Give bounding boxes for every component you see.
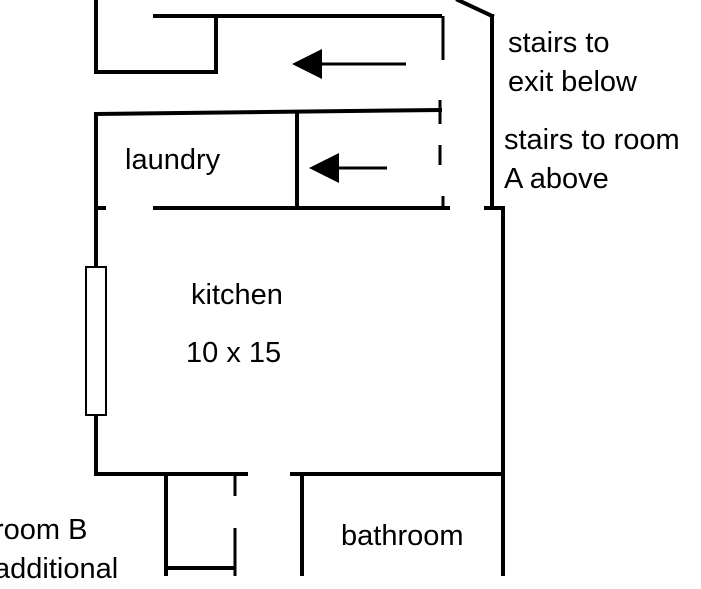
- stairs-exit-note: stairs to exit below: [508, 24, 637, 102]
- room-b-label: room B additional: [0, 511, 118, 589]
- bathroom-walls: [300, 472, 505, 576]
- top-left-room-walls: [94, 0, 442, 74]
- kitchen-label: kitchen: [191, 279, 283, 311]
- room-b-walls: [164, 472, 237, 576]
- bathroom-label: bathroom: [341, 520, 464, 552]
- stairs-room-a-line2: A above: [504, 163, 609, 195]
- room-b-line1: room B: [0, 514, 88, 546]
- kitchen-walls: [94, 206, 505, 476]
- kitchen-size-label: 10 x 15: [186, 337, 282, 369]
- window: [85, 266, 107, 416]
- stairs-exit-line1: stairs to: [508, 27, 610, 59]
- stairs-room-a-line1: stairs to room: [504, 124, 680, 156]
- stairs-exit-line2: exit below: [508, 66, 637, 98]
- stairs-room-a-note: stairs to room A above: [504, 121, 680, 199]
- laundry-label: laundry: [125, 144, 221, 176]
- room-b-line2: additional: [0, 553, 119, 585]
- floor-plan-diagram: [85, 0, 505, 576]
- upper-stairs-walls: [441, 0, 495, 210]
